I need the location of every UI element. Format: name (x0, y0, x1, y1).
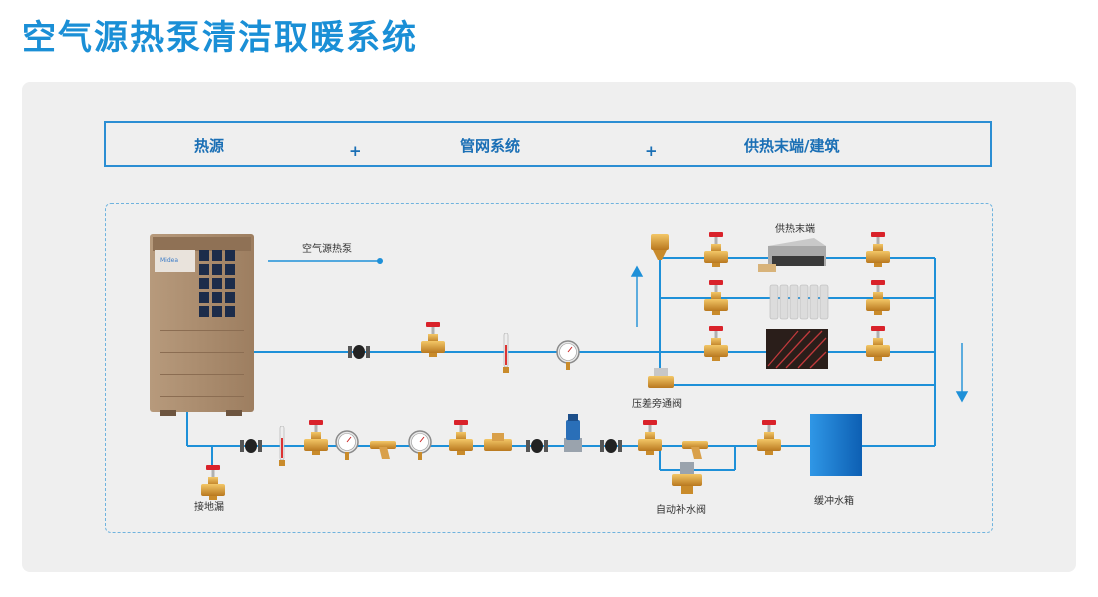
page-title: 空气源热泵清洁取暖系统 (22, 18, 418, 58)
circulation-pump (564, 414, 582, 452)
bypass-valve-label: 压差旁通阀 (632, 399, 682, 410)
brand-logo-text: Midea (160, 257, 178, 264)
auto-makeup-valve (672, 462, 702, 494)
buffer-tank (810, 414, 862, 476)
differential-bypass-valve (648, 368, 674, 388)
header-heat-source: 热源 (194, 137, 225, 155)
heat-pump-label: 空气源热泵 (302, 244, 352, 255)
ground-drain-label: 接地漏 (194, 502, 224, 513)
header-pipe-network: 管网系统 (460, 137, 521, 155)
system-diagram-area (105, 203, 993, 533)
buffer-tank-label: 缓冲水箱 (814, 496, 854, 507)
system-composition-header: 热源 + 管网系统 + 供热末端/建筑 (104, 121, 992, 167)
heat-pump-unit: Midea (150, 234, 254, 416)
plus-icon: + (349, 142, 362, 160)
radiator (769, 284, 829, 320)
check-valve (484, 433, 512, 451)
air-vent (651, 234, 669, 260)
makeup-valve-label: 自动补水阀 (656, 505, 706, 516)
header-terminal: 供热末端/建筑 (744, 137, 840, 155)
plus-icon: + (645, 142, 658, 160)
terminal-unit-label: 供热末端 (775, 224, 815, 235)
fan-coil-unit (758, 238, 826, 272)
floor-heating (766, 329, 828, 369)
